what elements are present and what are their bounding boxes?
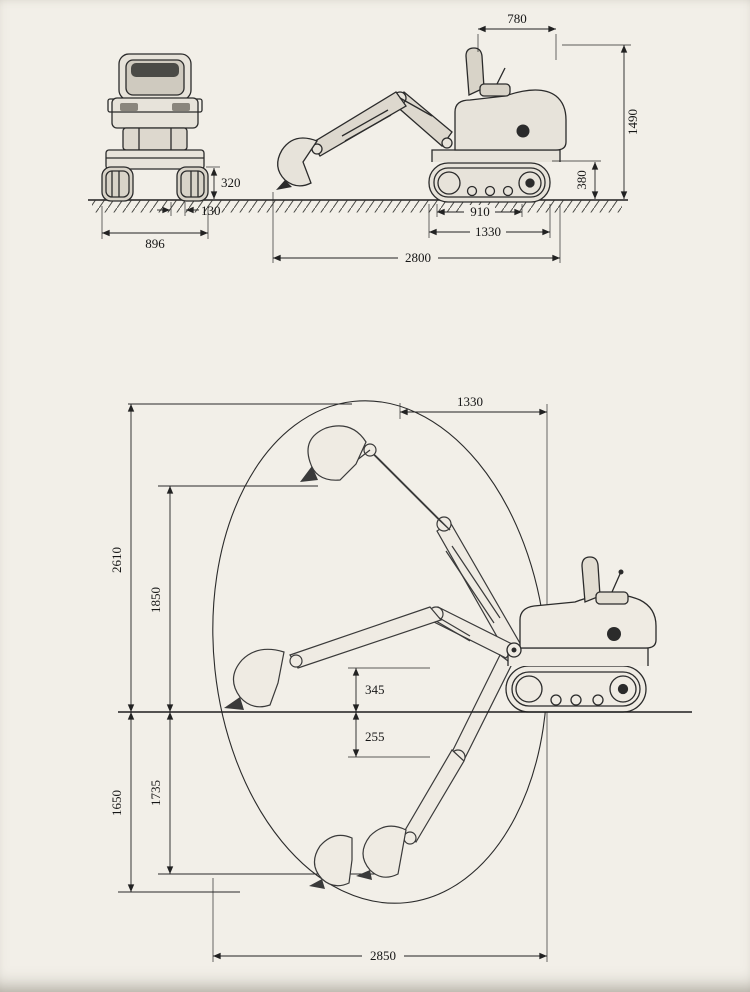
dim-1490-label: 1490 — [625, 109, 640, 135]
dim-2610-label: 2610 — [109, 547, 124, 573]
dim-range-1330-label: 1330 — [457, 394, 483, 409]
dim-255-label: 255 — [365, 729, 385, 744]
dim-1850-label: 1850 — [148, 587, 163, 613]
dim-1330-label: 1330 — [475, 224, 501, 239]
arm-position-deep-dig — [309, 654, 513, 889]
front-view-drawing — [101, 53, 209, 202]
dim-910-label: 910 — [470, 204, 490, 219]
dim-1735-label: 1735 — [148, 780, 163, 806]
dim-380-label: 380 — [574, 170, 589, 190]
side-view-drawing — [276, 47, 567, 203]
top-dimensions: 320 130 896 780 1490 380 910 — [101, 11, 640, 265]
range-machine-body — [505, 556, 657, 713]
range-dimensions: 1330 2610 1850 1650 1735 345 255 2850 — [109, 394, 547, 963]
dim-780-label: 780 — [507, 11, 527, 26]
arm-position-ground-reach — [224, 606, 517, 710]
dim-896-label: 896 — [145, 236, 165, 251]
dim-130-label: 130 — [201, 203, 221, 218]
dim-1650-label: 1650 — [109, 790, 124, 816]
dim-2850-label: 2850 — [370, 948, 396, 963]
ground-line-top — [88, 199, 628, 213]
dim-345-label: 345 — [365, 682, 385, 697]
reference-lines — [118, 403, 430, 893]
arm-position-raised — [300, 425, 522, 657]
dim-2800-label: 2800 — [405, 250, 431, 265]
dim-320-label: 320 — [221, 175, 241, 190]
